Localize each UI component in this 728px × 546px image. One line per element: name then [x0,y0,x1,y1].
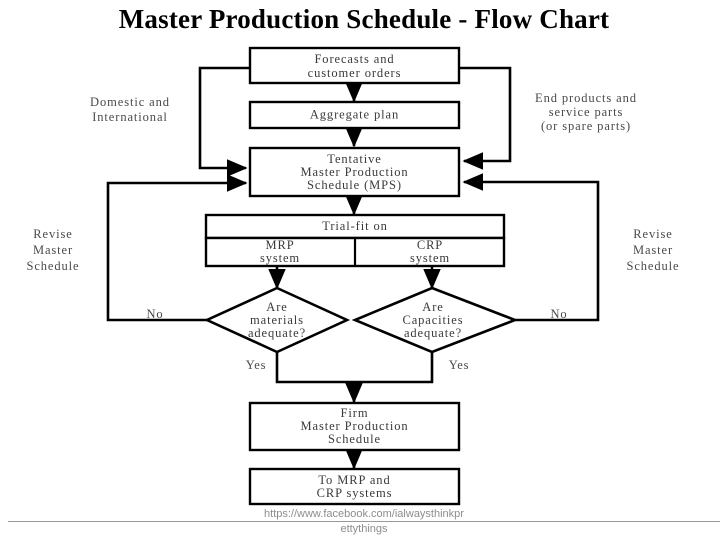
node-firm-line-1: Firm [341,406,369,420]
annotation-endproducts-line-3: (or spare parts) [541,119,631,133]
node-trial-fit-on-label: Trial-fit on [322,219,388,233]
node-tentative-master-production-schedule[interactable] [248,146,461,198]
node-forecasts-and-customer-orders[interactable] [248,46,461,85]
edge-forecasts-left-to-tentative [198,66,250,177]
node-materials-line-3: adequate? [248,326,306,340]
edge-capacities-no-to-tentative [462,173,600,322]
node-forecasts-line-1: Forecasts and [314,52,394,66]
node-to-mrp-and-crp-systems[interactable] [248,467,461,506]
node-tentative-line-2: Master Production [301,165,409,179]
footer-credit-line-1[interactable]: https://www.facebook.com/ialwaysthinkpr [264,508,464,520]
node-tomrpcrp-line-1: To MRP and [318,473,390,487]
node-aggregate-plan-label: Aggregate plan [310,107,399,121]
node-materials-line-2: materials [250,313,304,327]
node-firm-line-2: Master Production [301,419,409,433]
annotation-revise-left-line-3: Schedule [26,259,79,273]
annotation-domestic-line-1: Domestic and [90,95,170,109]
node-capacities-line-1: Are [422,300,443,314]
annotation-endproducts-line-1: End products and [535,91,637,105]
node-decision-capacities-adequate[interactable] [351,286,519,354]
branch-label-no-right: No [551,307,568,321]
annotation-revise-right-line-3: Schedule [626,259,679,273]
footer-credit: https://www.facebook.com/ialwaysthinkpr … [0,507,728,537]
branch-label-yes-left: Yes [246,358,267,372]
annotation-revise-right-line-1: Revise [633,227,672,241]
node-decision-materials-adequate[interactable] [203,286,351,354]
node-firm-line-3: Schedule [328,432,381,446]
node-mrp-line-2: system [260,251,300,265]
annotation-revise-right-line-2: Master [633,243,673,257]
annotation-domestic-line-2: International [92,110,168,124]
branch-label-no-left: No [147,307,164,321]
footer-divider [8,521,720,522]
node-capacities-line-3: adequate? [404,326,462,340]
page-title: Master Production Schedule - Flow Chart [118,4,610,34]
node-capacities-line-2: Capacities [402,313,463,327]
annotation-revise-left-line-2: Master [33,243,73,257]
node-crp-line-1: CRP [417,238,443,252]
node-materials-line-1: Are [266,300,287,314]
node-mrp-line-1: MRP [265,238,294,252]
node-tentative-line-1: Tentative [327,152,381,166]
footer-credit-line-2[interactable]: ettythings [340,523,388,535]
annotation-endproducts-line-2: service parts [549,105,624,119]
node-aggregate-plan[interactable] [248,100,461,130]
node-forecasts-line-2: customer orders [308,66,402,80]
node-tomrpcrp-line-2: CRP systems [317,486,393,500]
annotation-revise-left-line-1: Revise [33,227,72,241]
branch-label-yes-right: Yes [449,358,470,372]
node-tentative-line-3: Schedule (MPS) [307,178,402,192]
edge-materials-no-to-tentative [106,174,248,322]
edge-yes-join-bar [275,352,434,384]
edge-forecasts-right-to-tentative [459,66,512,170]
node-firm-master-production-schedule[interactable] [248,401,461,452]
node-crp-line-2: system [410,251,450,265]
